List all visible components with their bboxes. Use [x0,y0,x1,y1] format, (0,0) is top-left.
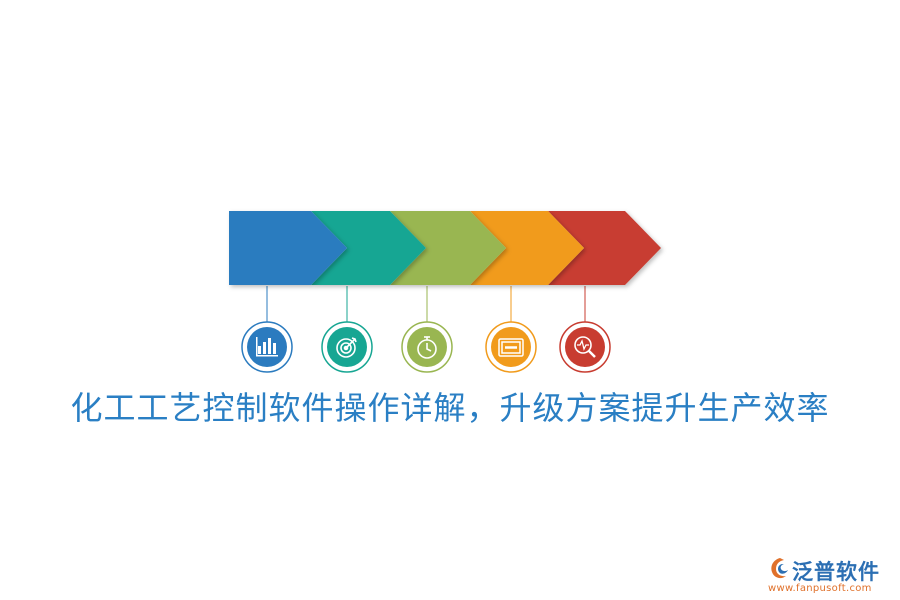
stopwatch-icon [417,336,437,359]
fanpu-logo-icon [771,558,788,579]
step-icon-4 [485,321,537,373]
arrow-segment-4 [470,211,584,285]
headline: 化工工艺控制软件操作详解，升级方案提升生产效率 [70,389,830,427]
arrow-segment-5 [548,211,661,285]
magnifier-pulse-icon [574,336,596,358]
step-icon-2 [321,321,373,373]
step-icon-1 [241,321,293,373]
connector-lines [266,286,586,322]
arrow-segment-2 [311,211,426,285]
arrow-segment-1 [229,211,347,285]
logo-url: www.fanpusoft.com [768,583,872,594]
brand-logo[interactable]: 泛普软件 www.fanpusoft.com [768,556,898,600]
bar-chart-icon [256,337,278,357]
step-icon-5 [559,321,611,373]
screen-icon [498,338,524,357]
step-icon-3 [401,321,453,373]
target-icon [336,337,357,358]
arrow-segment-3 [390,211,506,285]
logo-name: 泛普软件 [792,560,880,584]
